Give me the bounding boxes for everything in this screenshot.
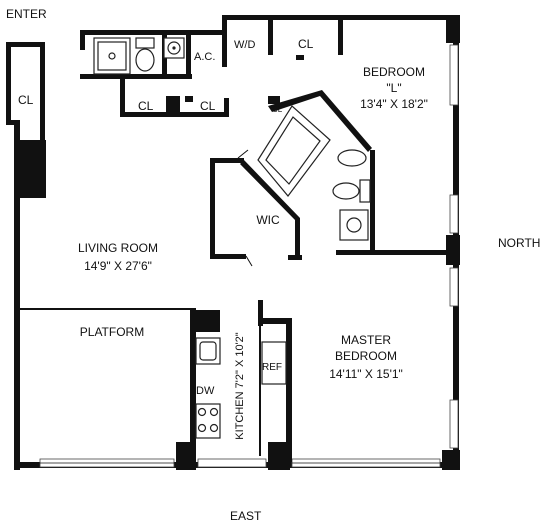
entry-closet-label: CL [18,93,34,107]
hall-toilet-tank [135,37,155,49]
hall-closet-wall-left [120,78,125,116]
kitchen-pier [192,310,220,332]
window-east-2 [197,458,267,468]
bath-right-wall [370,150,375,255]
bathtub-basin [265,116,321,185]
top-wall-bedroom [222,15,460,20]
master-toilet-bowl [332,182,360,200]
entry-closet-wall-top [6,42,44,47]
bedroom-bottom-wall [370,250,454,255]
top-wall-bath [80,30,226,35]
top-wall-step [222,15,227,67]
hall-closet-divider [166,96,180,116]
windows [39,44,459,468]
hall-closet-2-label: CL [200,99,216,113]
bedroom-l-name: BEDROOM [363,65,425,79]
wic-wall-bottom [210,254,246,259]
bath-bottom-wall [336,250,374,255]
labels: ENTER CL CL CL A.C. W/D CL CL BEDROOM "L… [6,7,540,523]
bedroom-closet-divider [338,20,343,55]
bath-divider-2 [186,30,191,78]
hall-closet-wall-right [224,98,229,117]
ref-wall-top [258,318,290,324]
ref-wall-right [286,318,292,462]
window-north-2 [449,194,459,234]
stove-burner-1 [197,407,207,417]
wic-wall-top [210,158,244,163]
window-north-4 [449,399,459,449]
top-wall-left-stub [80,30,85,50]
master-bedroom-name-2: BEDROOM [335,349,397,363]
window-north-1 [449,44,459,106]
hall-sink-drain [172,46,176,50]
hall-closet-1-label: CL [138,99,154,113]
refrigerator-label: REF [262,362,282,373]
bath-closet-label: CL [272,105,283,114]
hall-toilet-bowl [135,48,155,72]
entry-closet-wall-bottom [6,120,20,125]
dishwasher-label: DW [196,385,215,397]
bottom-pier-right [268,442,290,470]
bedroom-l-subtitle: "L" [386,81,401,95]
living-room-name: LIVING ROOM [78,241,158,255]
refrigerator [261,341,287,385]
kitchen-sink [199,341,217,361]
left-wall [14,120,20,470]
bath-closet-pier [268,96,280,104]
master-bedroom-name-1: MASTER [341,333,391,347]
platform-label: PLATFORM [80,325,144,339]
wic-door [237,149,249,159]
wic-door-2 [245,255,253,267]
master-vanity-sink [346,217,362,233]
bedroom-l-dimensions: 13'4" X 18'2" [360,97,428,111]
entry-closet-wall-right [40,42,45,142]
master-sink [337,149,367,167]
master-toilet-tank [359,179,371,203]
kitchen-partition [258,300,263,326]
living-room-dimensions: 14'9" X 27'6" [84,259,152,273]
compass-north: NORTH [498,236,540,250]
window-north-3 [449,267,459,307]
master-bedroom-dimensions: 14'11" X 15'1" [329,367,403,381]
bath-wall-bottom [80,74,192,79]
entry-label: ENTER [6,7,47,21]
wd-divider [268,20,273,55]
stove-burner-2 [209,407,219,417]
wic-wall-left [210,158,215,258]
washer-dryer-label: W/D [234,39,255,51]
stove-burner-3 [197,423,207,433]
ac-label: A.C. [194,51,215,63]
bedroom-closet-label: CL [298,37,314,51]
bottom-pier-corner [442,450,460,470]
hall-closet-pier [185,96,193,102]
kitchen-wall-left [190,308,196,462]
kitchen-label: KITCHEN 7'2" X 10'2" [234,332,246,439]
fixtures [93,37,371,439]
stove-burner-4 [209,423,219,433]
wd-door-stop [296,55,304,60]
left-pier [14,140,46,198]
wic-label: WIC [256,213,280,227]
shower-drain [108,52,116,60]
compass-east: EAST [230,509,262,523]
right-pier-top [446,15,460,43]
bath-diagonal-left [240,160,300,258]
entry-closet-wall-left [6,42,11,122]
interior-walls [20,20,454,462]
